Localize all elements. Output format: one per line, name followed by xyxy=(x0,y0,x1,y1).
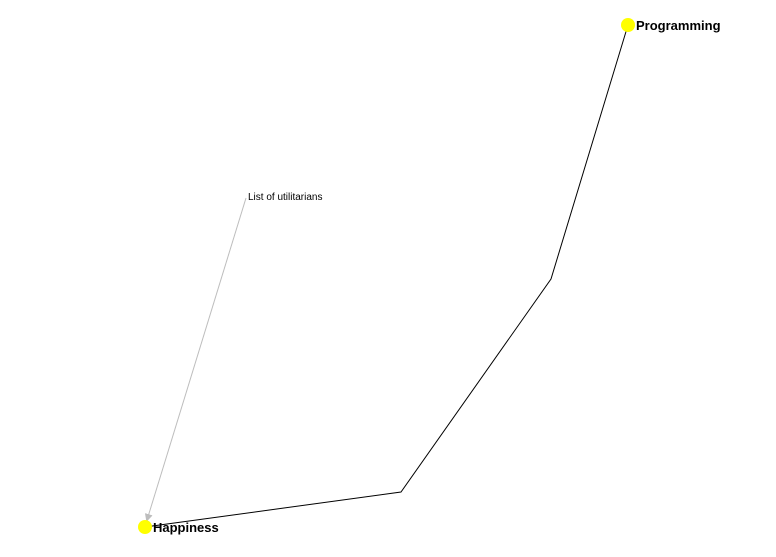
happiness-node[interactable] xyxy=(138,520,152,534)
edge-list-of-utilitarians-to-happiness xyxy=(144,197,247,522)
happiness-label: Happiness xyxy=(153,520,219,535)
edge-programming-to-happiness xyxy=(144,24,629,528)
programming-node[interactable] xyxy=(621,18,635,32)
list-of-utilitarians-label[interactable]: List of utilitarians xyxy=(248,192,322,203)
programming-label: Programming xyxy=(636,18,721,33)
